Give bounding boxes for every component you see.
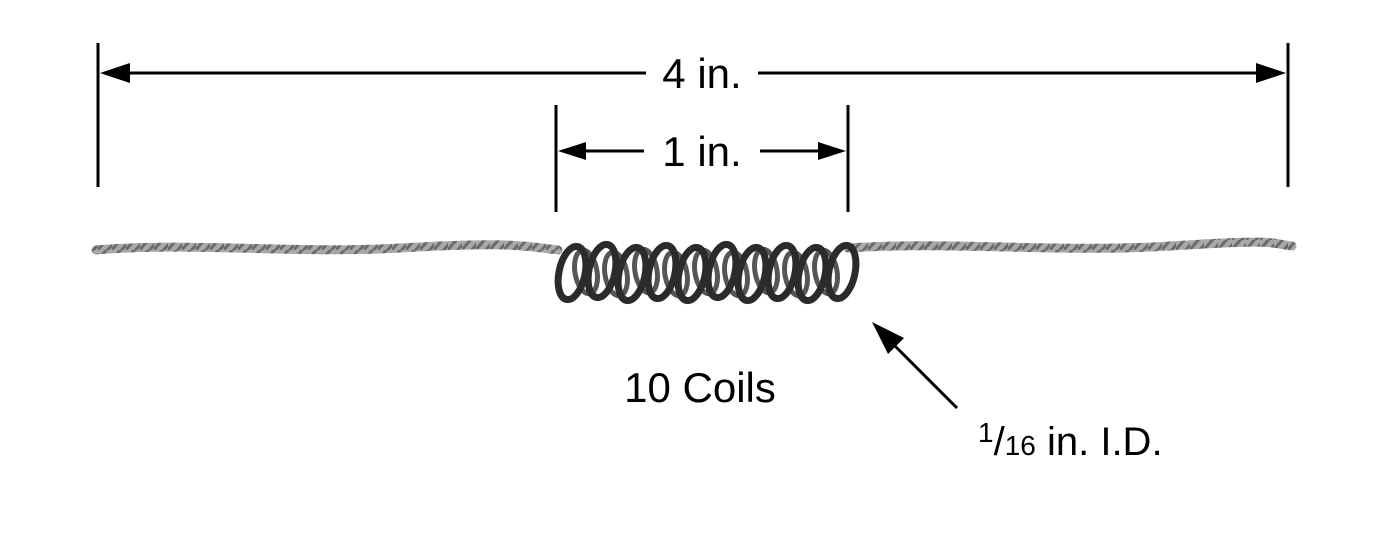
wire-left-lead [91,240,563,255]
id-units-suffix: in. I.D. [1036,420,1163,464]
coil-count-label: 10 Coils [624,364,776,411]
coil-dimension-label: 1 in. [662,128,741,175]
id-leader-line [891,342,959,410]
labels: 4 in. 1 in. 10 Coils 1/16 in. I.D. [624,50,1162,464]
dimension-linework [96,43,1290,410]
id-pointer-arrowhead-icon [872,322,904,354]
coil-arrowhead-right-icon [818,142,846,160]
wire-right-lead [843,237,1297,253]
id-fraction-numerator: 1 [978,417,994,448]
inner-diameter-label: 1/16 in. I.D. [978,417,1163,464]
overall-arrowhead-left-icon [100,63,130,83]
overall-arrowhead-right-icon [1256,63,1286,83]
id-fraction-slash: / [994,420,1006,464]
coil-arrowhead-left-icon [558,142,586,160]
arrowheads [100,63,1286,354]
overall-dimension-label: 4 in. [662,50,741,97]
twisted-wire [91,237,1297,255]
id-fraction-denominator: 16 [1005,430,1036,461]
coil-section [554,242,861,303]
